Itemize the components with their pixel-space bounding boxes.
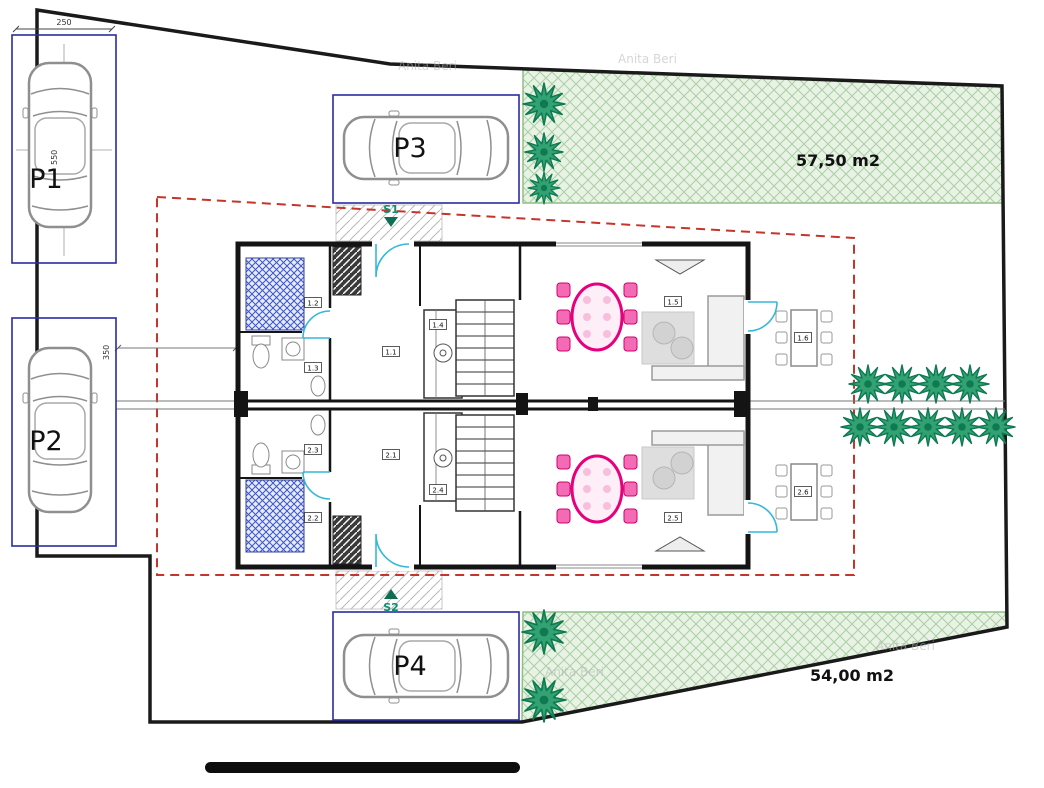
walkway-hatches <box>335 204 443 610</box>
watermark-text: Anita Beri <box>876 639 935 653</box>
room-number: 1.2 <box>307 300 318 308</box>
stairs <box>455 414 515 512</box>
tree-icon <box>942 407 982 447</box>
garden-top-area-label: 57,50 m2 <box>796 151 880 170</box>
dining-set <box>555 453 639 525</box>
room-number: 1.4 <box>432 322 444 330</box>
parking-label-p2: P2 <box>29 426 62 457</box>
room-number: 2.5 <box>667 515 678 523</box>
tv-symbol <box>654 259 706 275</box>
stairs <box>455 299 515 397</box>
dim-stall-length: 550 <box>50 150 59 165</box>
dim-stall-width: 250 <box>56 18 71 27</box>
room-label: 1.1 <box>382 346 400 357</box>
bathroom-tiles <box>245 257 305 331</box>
parking-stall-p1: 250 550 P1 <box>11 18 117 264</box>
room-label: 1.2 <box>304 297 322 308</box>
lounge-area <box>641 295 745 381</box>
car-top-view <box>21 61 99 229</box>
parking-label-p1: P1 <box>29 164 62 195</box>
room-number: 2.6 <box>797 489 809 497</box>
garden-bottom-area-label: 54,00 m2 <box>810 666 894 685</box>
tree-icon <box>950 364 990 404</box>
bathroom-tiles <box>245 479 305 553</box>
wall-pier <box>588 397 598 411</box>
room-number: 2.3 <box>307 447 318 455</box>
unit2-room-labels: 2.1 2.2 2.3 2.4 2.5 2.6 <box>304 444 812 523</box>
room-label: 2.6 <box>794 486 812 497</box>
dining-set <box>555 281 639 353</box>
tv-symbol <box>654 536 706 552</box>
toilet <box>251 335 271 369</box>
tree-icon <box>882 364 922 404</box>
scale-bar <box>205 762 520 773</box>
room-label: 2.5 <box>664 512 682 523</box>
watermark-text: Anita Beri <box>545 665 604 679</box>
sink <box>310 414 326 436</box>
site-boundary <box>35 7 1009 724</box>
unit2-interior <box>238 409 745 571</box>
tree-icon <box>916 364 956 404</box>
unit1-room-labels: 1.1 1.2 1.3 1.4 1.5 1.6 <box>304 296 812 373</box>
building-outer-walls <box>235 241 751 570</box>
parking-stall-p4: P4 <box>332 611 520 721</box>
room-label: 1.3 <box>304 362 322 373</box>
parking-label-p4: P4 <box>393 651 426 682</box>
room-number: 2.4 <box>432 487 444 495</box>
watermark-text: Anita Beri <box>618 52 677 66</box>
window <box>556 563 642 571</box>
wardrobe <box>332 246 362 296</box>
room-number: 1.1 <box>385 349 396 357</box>
party-wall <box>238 399 748 411</box>
room-number: 2.2 <box>307 515 318 523</box>
tree-icon <box>874 407 914 447</box>
washing-machine <box>281 337 305 361</box>
watermark-text: Anita Beri <box>398 59 457 73</box>
toilet <box>251 442 271 475</box>
room-number: 1.6 <box>797 335 809 343</box>
entrance-markers: S1 S2 <box>383 203 399 614</box>
lounge-area <box>641 430 745 516</box>
room-label: 2.2 <box>304 512 322 523</box>
dim-side-offset: 350 <box>102 345 111 360</box>
unit1-interior <box>238 240 745 401</box>
marker-s2: S2 <box>383 601 399 614</box>
wardrobe <box>332 515 362 565</box>
room-number: 1.3 <box>307 365 318 373</box>
room-label: 2.3 <box>304 444 322 455</box>
arrow-up-icon <box>384 589 398 599</box>
room-label: 1.5 <box>664 296 682 307</box>
parking-stall-p2: P2 <box>11 317 117 547</box>
tree-icon <box>908 407 948 447</box>
garden-top-right <box>522 69 1004 204</box>
plot-boundary <box>156 195 855 576</box>
doors <box>302 240 778 571</box>
sink <box>310 375 326 397</box>
dimension-lines <box>114 344 1005 410</box>
tree-icon <box>976 407 1016 447</box>
parking-stall-p3: P3 <box>332 94 520 204</box>
room-label: 1.4 <box>429 319 447 330</box>
watermarks: Anita Beri Anita Beri Anita Beri Anita B… <box>398 52 935 679</box>
washing-machine <box>281 450 305 474</box>
parking-label-p3: P3 <box>393 133 426 164</box>
room-label: 1.6 <box>794 332 812 343</box>
building-floorplan <box>234 240 778 571</box>
marker-s1: S1 <box>383 203 399 216</box>
tree-icon <box>840 407 880 447</box>
room-label: 2.4 <box>429 484 447 495</box>
garden-areas: 57,50 m2 54,00 m2 <box>521 69 1008 723</box>
wall-pier <box>234 391 248 417</box>
room-number: 1.5 <box>667 299 678 307</box>
room-number: 2.1 <box>385 452 396 460</box>
room-label: 2.1 <box>382 449 400 460</box>
wall-pier <box>516 393 528 415</box>
wall-pier <box>734 391 748 417</box>
window <box>556 240 642 248</box>
arrow-down-icon <box>384 217 398 227</box>
